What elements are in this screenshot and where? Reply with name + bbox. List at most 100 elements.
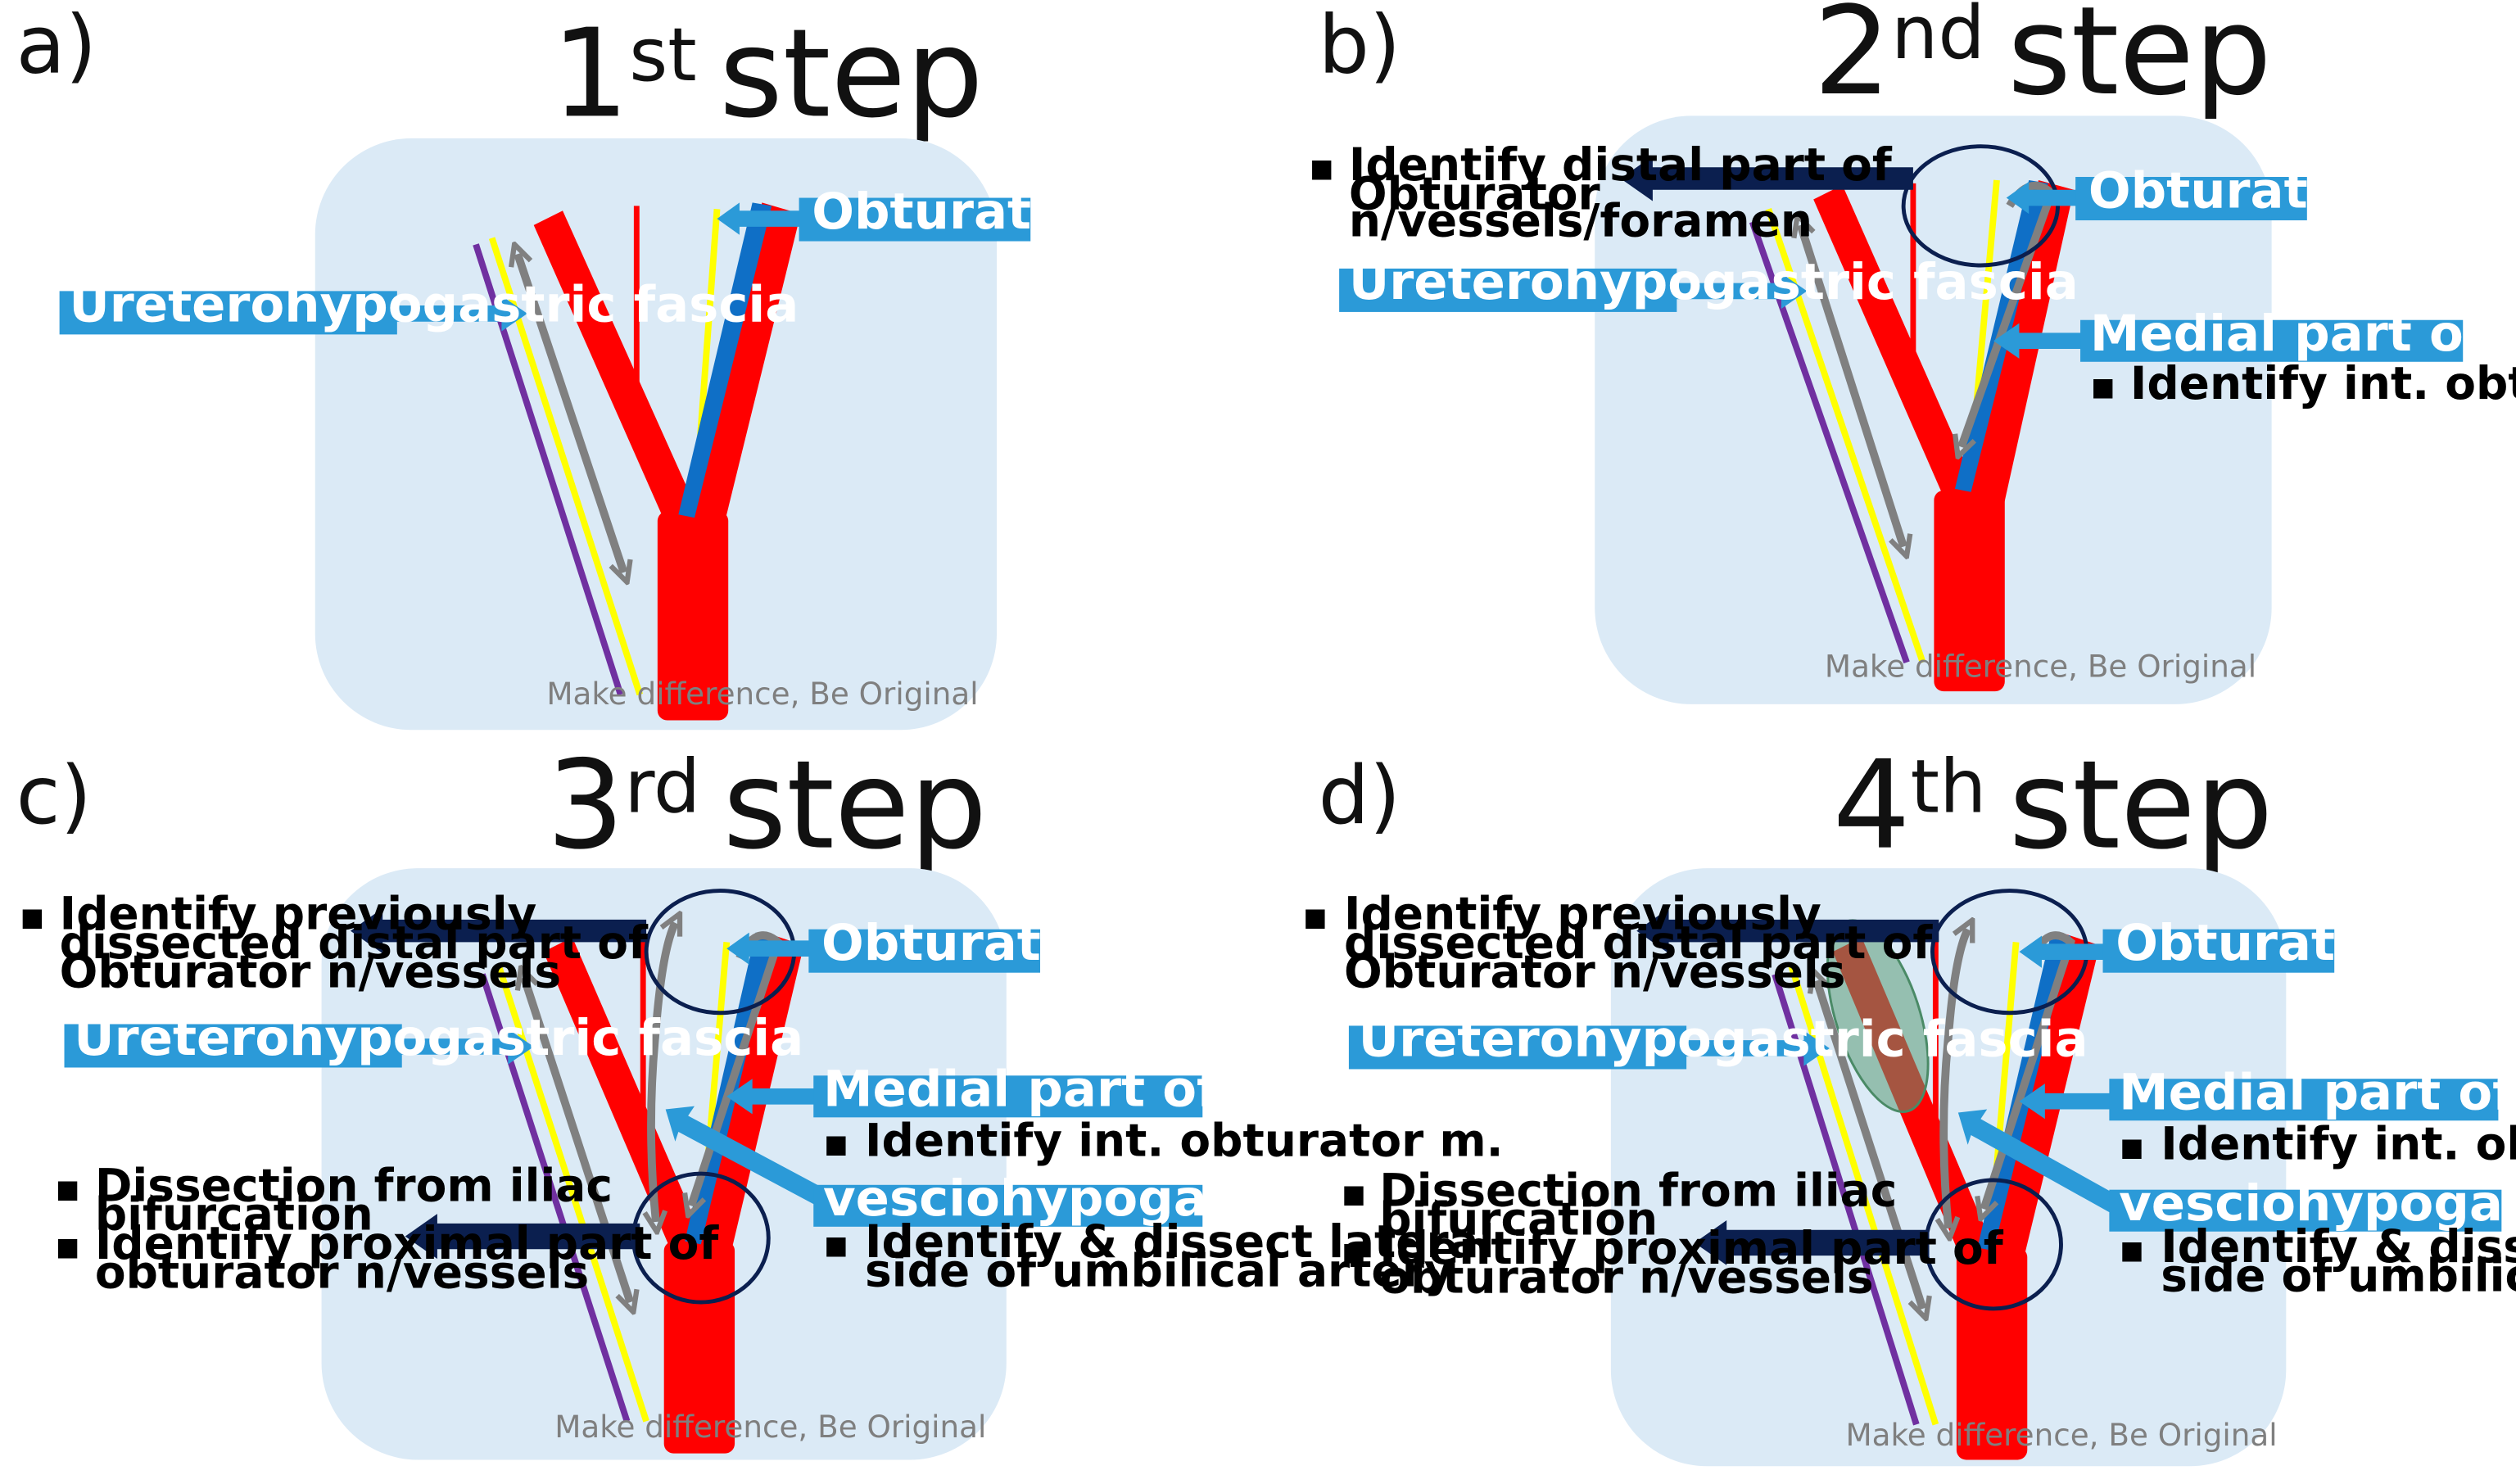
note-bifurcation: ▪ Dissection from iliac bifurcation	[1341, 1164, 1897, 1245]
note-int-obturator: ▪ Identify int. obturator m.	[2090, 357, 2516, 409]
ureterohypogastric-fascia-label: Ureterohypogastric fascia	[64, 1010, 803, 1068]
svg-text:Obturator nerve: Obturator nerve	[2116, 915, 2516, 972]
note-proximal: ▪ Identify proximal part of obturator n/…	[1341, 1222, 2004, 1303]
svg-text:▪: ▪	[1302, 894, 1328, 939]
svg-text:Identify distal part of: Identify distal part of	[1349, 138, 1893, 191]
note-previous: ▪ Identify previously dissected distal p…	[1302, 888, 1933, 998]
svg-text:Dissection from iliac: Dissection from iliac	[1379, 1164, 1897, 1216]
ureterohypogastric-fascia-label: Ureterohypogastric fascia	[59, 277, 799, 335]
svg-text:Obturator nerve: Obturator nerve	[812, 183, 1267, 241]
dark-arrow-distal	[1620, 156, 1913, 201]
svg-text:obturator n/vessels: obturator n/vessels	[95, 1246, 589, 1298]
svg-text:Obturator n/vessels: Obturator n/vessels	[60, 945, 561, 998]
svg-text:▪: ▪	[55, 1165, 81, 1210]
vesciohypogastric-fascia-label: vesciohypogastric fascia	[665, 1106, 1514, 1228]
medial-ext-iliac-vein-label: Medial part of Ext. iliac vein	[2019, 1065, 2516, 1122]
obturator-nerve-line	[678, 202, 772, 518]
svg-text:Obturator: Obturator	[1349, 167, 1600, 219]
svg-text:▪: ▪	[55, 1224, 81, 1269]
svg-text:▪: ▪	[1341, 1170, 1367, 1215]
gray-curved-arrow-center	[651, 923, 675, 1222]
svg-text:Identify proximal part of: Identify proximal part of	[95, 1217, 720, 1269]
svg-text:n/vessels/foramen: n/vessels/foramen	[1349, 195, 1812, 247]
gray-double-arrow	[1800, 225, 1903, 547]
watermark: Make difference, Be Original	[546, 676, 978, 712]
svg-text:Identify previously: Identify previously	[60, 888, 537, 940]
ureterohypogastric-fascia-label: Ureterohypogastric fascia	[1348, 1011, 2088, 1070]
obturator-nerve-label: Obturator nerve	[726, 915, 1277, 973]
svg-text:side of umbilical artery: side of umbilical artery	[865, 1244, 1454, 1296]
svg-text:Identify previously: Identify previously	[1344, 888, 1821, 940]
svg-text:▪: ▪	[20, 894, 46, 939]
svg-text:Medial part of Ext. iliac vein: Medial part of Ext. iliac vein	[2090, 305, 2516, 363]
note-int-obturator: ▪ Identify int. obturator m.	[823, 1114, 1503, 1166]
svg-text:bifurcation: bifurcation	[1379, 1193, 1658, 1246]
svg-text:Obturator nerve: Obturator nerve	[2088, 162, 2516, 219]
watermark: Make difference, Be Original	[554, 1409, 986, 1445]
note-int-obturator: ▪ Identify int. obturator m.	[2119, 1117, 2516, 1170]
note-umbilical: ▪ Identify & dissect lateral side of umb…	[823, 1215, 1495, 1296]
dark-arrow-distal	[350, 908, 647, 954]
svg-text:Identify int. obturator m.: Identify int. obturator m.	[2130, 357, 2516, 409]
panel-letter: a)	[16, 0, 97, 92]
svg-text:Medial part of Ext. iliac vein: Medial part of Ext. iliac vein	[2119, 1065, 2516, 1122]
svg-text:Ureterohypogastric fascia: Ureterohypogastric fascia	[1349, 254, 2079, 311]
dark-arrow-proximal	[405, 1214, 640, 1260]
svg-text:▪: ▪	[2119, 1124, 2145, 1169]
obturator-nerve-label: Obturator nerve	[2006, 162, 2516, 221]
iliac-artery	[533, 202, 801, 721]
svg-text:Dissection from iliac: Dissection from iliac	[95, 1159, 613, 1211]
svg-text:Identify & dissect lateral: Identify & dissect lateral	[865, 1215, 1495, 1268]
dark-arrow-distal	[1636, 908, 1939, 954]
ureterohypogastric-fascia-label: Ureterohypogastric fascia	[1339, 254, 2079, 312]
svg-text:Ureterohypogastric fascia: Ureterohypogastric fascia	[74, 1010, 803, 1067]
panel-letter: d)	[1319, 749, 1401, 843]
svg-text:▪: ▪	[1309, 145, 1335, 190]
obturator-nerve-label: Obturator nerve	[2019, 915, 2516, 973]
svg-text:Medial part of Ext. iliac vein: Medial part of Ext. iliac vein	[823, 1061, 1613, 1119]
medial-ext-iliac-vein-label: Medial part of Ext. iliac vein	[1993, 305, 2516, 363]
svg-text:Obturator n/vessels: Obturator n/vessels	[1344, 945, 1845, 998]
svg-text:side of umbilical artery: side of umbilical artery	[2161, 1249, 2516, 1301]
note-umbilical: ▪ Identify & dissect lateral side of umb…	[2119, 1220, 2516, 1301]
note-distal: ▪ Identify distal part of Obturator n/ve…	[1309, 138, 1893, 247]
gray-curved-arrow-center	[1944, 930, 1967, 1228]
svg-text:▪: ▪	[2119, 1227, 2145, 1272]
svg-text:Identify proximal part of: Identify proximal part of	[1379, 1222, 2004, 1274]
svg-text:dissected distal part of: dissected distal part of	[1344, 916, 1933, 969]
svg-text:Identify & dissect lateral: Identify & dissect lateral	[2161, 1220, 2516, 1273]
svg-text:▪: ▪	[2090, 364, 2116, 409]
svg-text:vesciohypogastric fascia: vesciohypogastric fascia	[2119, 1175, 2516, 1233]
svg-text:▪: ▪	[823, 1120, 849, 1165]
svg-text:Identify int. obturator m.: Identify int. obturator m.	[2161, 1117, 2516, 1170]
svg-text:Identify int. obturator m.: Identify int. obturator m.	[865, 1114, 1503, 1166]
vesciohypogastric-fascia-label: vesciohypogastric fascia	[1957, 1109, 2516, 1233]
watermark: Make difference, Be Original	[1825, 649, 2256, 685]
note-previous: ▪ Identify previously dissected distal p…	[20, 888, 649, 998]
watermark: Make difference, Be Original	[1845, 1417, 2277, 1453]
svg-text:vesciohypogastric fascia: vesciohypogastric fascia	[823, 1170, 1514, 1228]
svg-text:Ureterohypogastric fascia: Ureterohypogastric fascia	[1359, 1011, 2088, 1069]
svg-text:bifurcation: bifurcation	[95, 1188, 373, 1241]
svg-text:▪: ▪	[823, 1222, 849, 1267]
panel-letter: b)	[1319, 0, 1401, 92]
medial-ext-iliac-vein-label: Medial part of Ext. iliac vein	[726, 1061, 1613, 1119]
note-bifurcation: ▪ Dissection from iliac bifurcation	[55, 1159, 613, 1240]
obturator-nerve-label: Obturator nerve	[717, 183, 1268, 242]
svg-text:obturator n/vessels: obturator n/vessels	[1379, 1251, 1873, 1303]
svg-text:Obturator nerve: Obturator nerve	[821, 915, 1277, 972]
svg-text:▪: ▪	[1341, 1228, 1367, 1274]
note-proximal: ▪ Identify proximal part of obturator n/…	[55, 1217, 720, 1298]
panel-letter: c)	[16, 749, 92, 843]
svg-text:dissected distal part of: dissected distal part of	[60, 916, 649, 969]
gray-double-arrow	[518, 254, 624, 572]
